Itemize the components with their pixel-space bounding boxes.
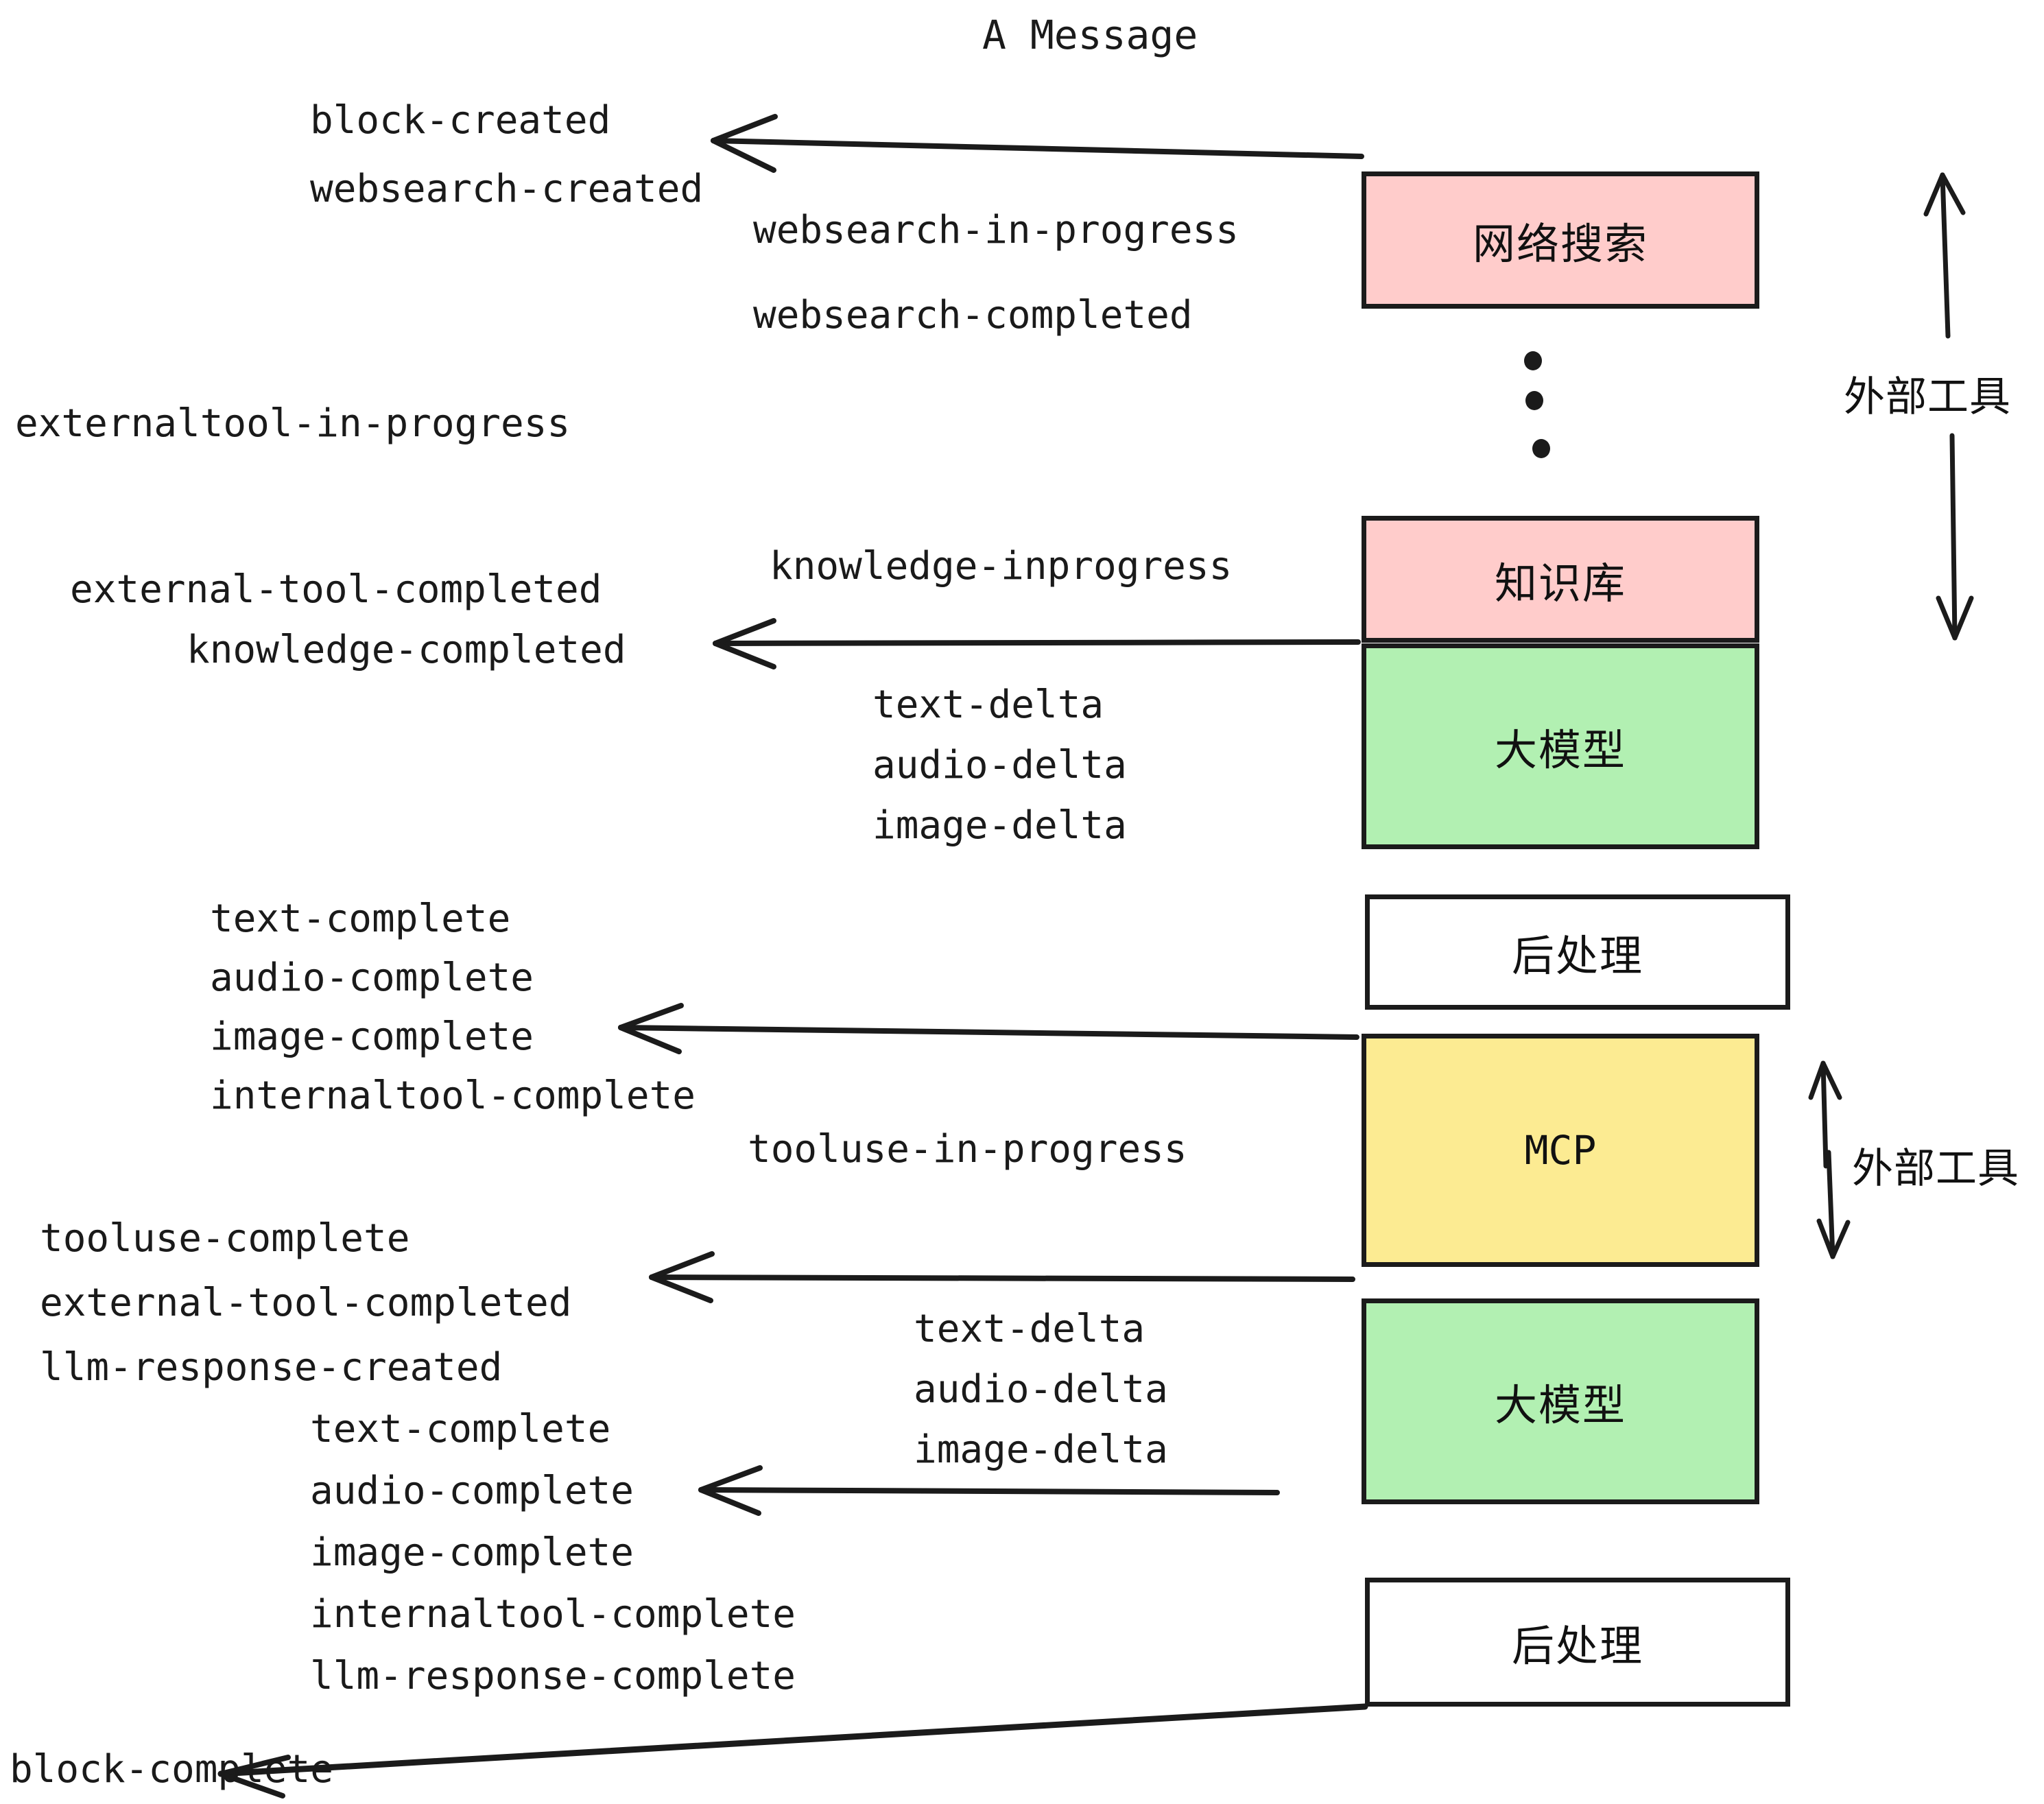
node-llm-1-label: 大模型 bbox=[1494, 725, 1626, 775]
node-knowledge-label: 知识库 bbox=[1494, 558, 1626, 608]
event-text-delta-1: text-delta bbox=[872, 683, 1104, 727]
event-image-delta-1: image-delta bbox=[872, 803, 1127, 848]
ellipsis-dot-2 bbox=[1525, 391, 1543, 410]
node-llm-2-label: 大模型 bbox=[1494, 1380, 1626, 1430]
event-block-complete: block-complete bbox=[10, 1747, 334, 1792]
ellipsis-dot-3 bbox=[1532, 439, 1550, 458]
node-llm-2[interactable]: 大模型 bbox=[1362, 1298, 1759, 1504]
event-external-tool-completed-2: external-tool-completed bbox=[40, 1281, 572, 1325]
event-llm-response-created: llm-response-created bbox=[40, 1345, 503, 1390]
event-knowledge-inprogress: knowledge-inprogress bbox=[770, 544, 1233, 589]
node-websearch-label: 网络搜索 bbox=[1472, 219, 1648, 269]
label-external-tools-top: 外部工具 bbox=[1844, 373, 2011, 421]
event-internaltool-complete-2: internaltool-complete bbox=[310, 1592, 796, 1637]
event-audio-complete-2: audio-complete bbox=[310, 1469, 634, 1513]
node-llm-1[interactable]: 大模型 bbox=[1362, 643, 1759, 849]
event-externaltool-in-progress: externaltool-in-progress bbox=[15, 401, 571, 446]
event-image-complete-2: image-complete bbox=[310, 1530, 634, 1575]
event-websearch-completed: websearch-completed bbox=[753, 293, 1193, 337]
event-websearch-in-progress: websearch-in-progress bbox=[753, 208, 1239, 252]
event-tooluse-in-progress: tooluse-in-progress bbox=[748, 1127, 1187, 1172]
event-text-complete-1: text-complete bbox=[210, 897, 511, 941]
event-external-tool-completed-1: external-tool-completed bbox=[70, 567, 602, 612]
event-image-complete-1: image-complete bbox=[210, 1014, 534, 1059]
event-audio-delta-2: audio-delta bbox=[914, 1367, 1168, 1412]
ellipsis-dot-1 bbox=[1524, 351, 1542, 370]
node-postprocess-2[interactable]: 后处理 bbox=[1365, 1578, 1790, 1707]
node-knowledge[interactable]: 知识库 bbox=[1362, 516, 1759, 643]
event-llm-response-complete: llm-response-complete bbox=[310, 1654, 796, 1698]
node-postprocess-2-label: 后处理 bbox=[1511, 1621, 1643, 1671]
event-internaltool-complete-1: internaltool-complete bbox=[210, 1073, 696, 1118]
node-postprocess-1-label: 后处理 bbox=[1511, 931, 1643, 981]
label-external-tools-bottom: 外部工具 bbox=[1852, 1145, 2019, 1193]
node-postprocess-1[interactable]: 后处理 bbox=[1365, 894, 1790, 1010]
page-title: A Message bbox=[982, 12, 1198, 58]
node-mcp-label: MCP bbox=[1524, 1127, 1597, 1174]
node-mcp[interactable]: MCP bbox=[1362, 1034, 1759, 1267]
event-tooluse-complete: tooluse-complete bbox=[40, 1216, 410, 1261]
node-websearch[interactable]: 网络搜索 bbox=[1362, 171, 1759, 309]
event-audio-delta-1: audio-delta bbox=[872, 743, 1127, 787]
event-text-delta-2: text-delta bbox=[914, 1307, 1145, 1351]
event-image-delta-2: image-delta bbox=[914, 1427, 1168, 1472]
event-block-created: block-created bbox=[310, 98, 611, 143]
event-knowledge-completed: knowledge-completed bbox=[187, 628, 626, 672]
event-audio-complete-1: audio-complete bbox=[210, 956, 534, 1000]
event-websearch-created: websearch-created bbox=[310, 167, 704, 211]
event-text-complete-2: text-complete bbox=[310, 1407, 611, 1451]
